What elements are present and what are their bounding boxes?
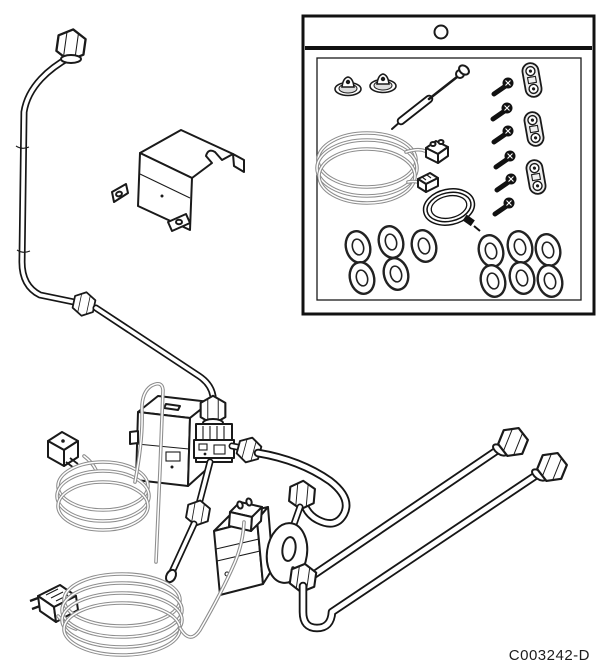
- power-cable-coil: [60, 572, 184, 657]
- kit-box: [301, 14, 596, 316]
- outlet-union-nuts: [492, 422, 571, 487]
- inline-union-nut: [70, 289, 98, 319]
- square-connector: [47, 431, 79, 469]
- hose-clamp: [422, 188, 481, 232]
- kit-cable-coil: [315, 131, 449, 205]
- kit-connector-2: [417, 172, 439, 193]
- diverter-valve: [164, 394, 264, 584]
- valve-actuator: [129, 395, 211, 487]
- actuator-cable: [47, 381, 165, 564]
- sensor-probe: [391, 64, 470, 130]
- reference-code: C003242-D: [508, 647, 590, 664]
- kit-washers-right: [474, 227, 567, 301]
- valve-bottom-union-nut: [183, 497, 213, 529]
- hang-hole: [433, 24, 449, 40]
- pump-terminal-box: [228, 497, 263, 532]
- circulation-pump: [213, 478, 319, 596]
- kit-connector-1: [425, 139, 449, 164]
- mounting-bracket: [111, 129, 245, 232]
- actuator-cable-coil: [55, 460, 151, 532]
- outlet-pipe-lower: [298, 467, 546, 633]
- outlet-pipe-upper: [307, 442, 507, 581]
- pump-power-cable: [29, 520, 246, 657]
- valve-to-pump-pipe: [253, 448, 351, 528]
